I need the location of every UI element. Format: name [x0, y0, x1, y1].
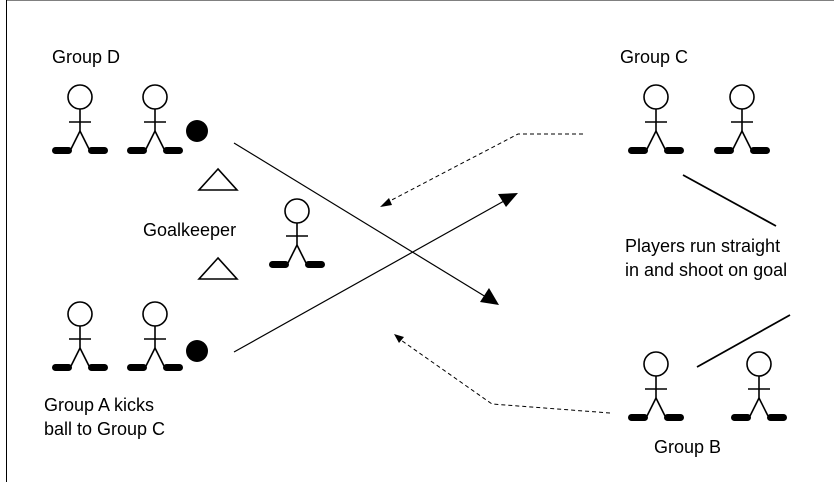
player-group-d-1 [51, 84, 109, 155]
run-path-group-b [397, 337, 611, 414]
label-group-a-line-2: ball to Group C [44, 419, 166, 439]
arrowhead-group-d-pass [480, 288, 499, 305]
label-group-c: Group C [620, 47, 689, 67]
cone-upper [197, 167, 239, 191]
ball-group-a [186, 340, 208, 362]
label-group-d: Group D [52, 47, 121, 67]
player-group-c-2 [713, 84, 771, 155]
player-goalkeeper [268, 198, 326, 269]
arrowhead-group-c-run [380, 198, 392, 207]
arrowhead-group-b-run [394, 334, 404, 343]
pass-line-group-d-to-goal [233, 142, 487, 298]
run-path-group-c [383, 133, 583, 205]
player-group-a-2 [126, 301, 184, 372]
note-line-2: in and shoot on goal [625, 260, 788, 280]
label-group-b: Group B [654, 437, 722, 457]
player-group-d-2 [126, 84, 184, 155]
note-line-1: Players run straight [625, 236, 781, 256]
player-group-b-1 [627, 351, 685, 422]
cone-lower [197, 256, 239, 280]
ball-group-d [186, 120, 208, 142]
label-goalkeeper: Goalkeeper [143, 220, 237, 240]
note-pointer-lower [696, 314, 791, 368]
pass-line-group-a-to-group-c [233, 200, 505, 353]
player-group-a-1 [51, 301, 109, 372]
player-group-c-1 [627, 84, 685, 155]
note-pointer-upper [682, 174, 777, 227]
label-group-a-line-1: Group A kicks [44, 395, 155, 415]
player-group-b-2 [730, 351, 788, 422]
arrowhead-group-a-pass [498, 193, 518, 207]
